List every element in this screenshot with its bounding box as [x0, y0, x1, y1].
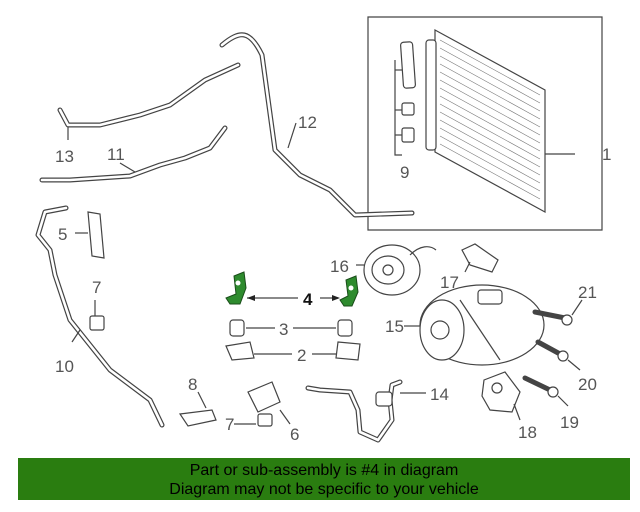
- hose-14: [305, 379, 426, 443]
- bracket-18: [481, 371, 521, 421]
- clutch-and-sensor: [356, 243, 499, 296]
- callout-19: 19: [560, 413, 579, 432]
- pipe-assembly-left: [35, 205, 165, 428]
- callout-21: 21: [578, 283, 597, 302]
- callout-15: 15: [385, 317, 404, 336]
- callout-7b: 7: [225, 415, 234, 434]
- bolts: [522, 299, 583, 407]
- banner-line-1: Part or sub-assembly is #4 in diagram: [189, 462, 459, 479]
- callout-13: 13: [55, 147, 74, 166]
- callout-12: 12: [298, 113, 317, 132]
- callout-16: 16: [330, 257, 349, 276]
- callout-8: 8: [188, 375, 197, 394]
- part-4-bracket-left[interactable]: [225, 271, 247, 305]
- callout-3: 3: [279, 320, 288, 339]
- info-banner: Part or sub-assembly is #4 in diagram Di…: [18, 458, 630, 500]
- callout-2: 2: [297, 346, 306, 365]
- callout-10: 10: [55, 357, 74, 376]
- callout-11: 11: [107, 145, 125, 164]
- callout-1: 1: [602, 145, 611, 164]
- callout-6: 6: [290, 425, 299, 444]
- callout-4[interactable]: 4: [303, 290, 313, 309]
- banner-line-2: Diagram may not be specific to your vehi…: [169, 481, 479, 498]
- lower-brackets: [178, 381, 291, 427]
- callout-7a: 7: [92, 278, 101, 297]
- part-4-bracket-right[interactable]: [339, 275, 359, 307]
- compressor: [404, 284, 545, 366]
- parts-diagram: 1 2 3 4 5 6 7 7 8 9 10 11 12 13 14 15 16…: [35, 16, 611, 444]
- callout-20: 20: [578, 375, 597, 394]
- callout-14: 14: [430, 385, 449, 404]
- callout-labels: 1 2 3 4 5 6 7 7 8 9 10 11 12 13 14 15 16…: [55, 113, 611, 444]
- mounts: [225, 319, 361, 361]
- callout-5: 5: [58, 225, 67, 244]
- callout-9: 9: [400, 163, 409, 182]
- callout-18: 18: [518, 423, 537, 442]
- callout-17: 17: [440, 273, 459, 292]
- condenser-inset: [367, 16, 603, 231]
- hose-lines: [39, 32, 415, 218]
